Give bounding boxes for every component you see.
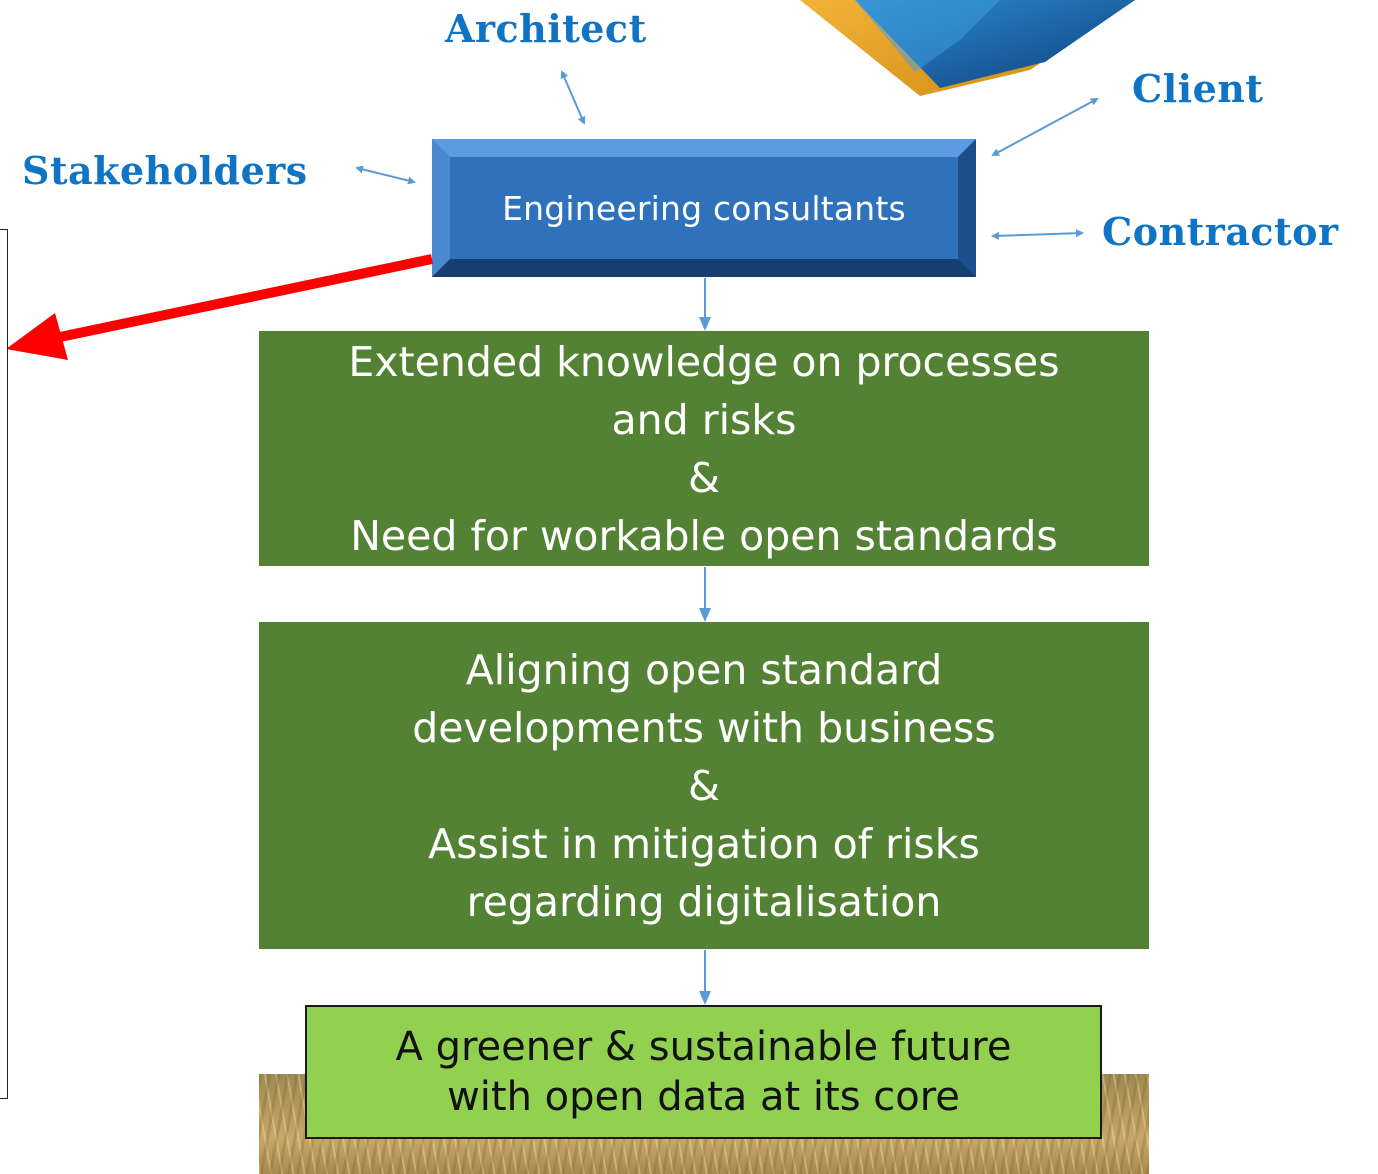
- outcome-box: A greener & sustainable future with open…: [305, 1005, 1102, 1139]
- step-aligning-box: Aligning open standard developments with…: [259, 622, 1149, 949]
- step-text-line: developments with business: [412, 703, 996, 752]
- outcome-text-line: A greener & sustainable future: [395, 1024, 1012, 1070]
- step-text-line: Need for workable open standards: [350, 511, 1058, 560]
- engineering-consultants-box: Engineering consultants: [432, 139, 976, 277]
- role-client-label: Client: [1132, 66, 1264, 111]
- step-text-line: &: [688, 761, 720, 810]
- step-text-line: Assist in mitigation of risks: [428, 819, 980, 868]
- red-highlight-arrow: [6, 254, 434, 360]
- logo-fragment: [800, 0, 1135, 96]
- role-stakeholders-label: Stakeholders: [22, 148, 308, 193]
- outcome-text-line: with open data at its core: [447, 1074, 960, 1120]
- role-architect-label: Architect: [445, 6, 647, 51]
- step-text-line: &: [688, 453, 720, 502]
- connector-contractor: [991, 229, 1084, 240]
- connector-architect: [560, 70, 586, 125]
- step-text-line: Extended knowledge on processes: [348, 337, 1060, 386]
- step-text-line: Aligning open standard: [465, 645, 943, 694]
- side-panel-frame: [0, 229, 8, 1099]
- connector-client: [991, 98, 1099, 156]
- engineering-consultants-label: Engineering consultants: [502, 188, 906, 228]
- step-text-line: regarding digitalisation: [466, 877, 942, 926]
- consultant-box-bevel: [432, 139, 976, 277]
- step-knowledge-box: Extended knowledge on processes and risk…: [259, 331, 1149, 566]
- step-text-line: and risks: [611, 395, 797, 444]
- role-contractor-label: Contractor: [1102, 209, 1339, 254]
- connector-stakeholders: [355, 165, 416, 185]
